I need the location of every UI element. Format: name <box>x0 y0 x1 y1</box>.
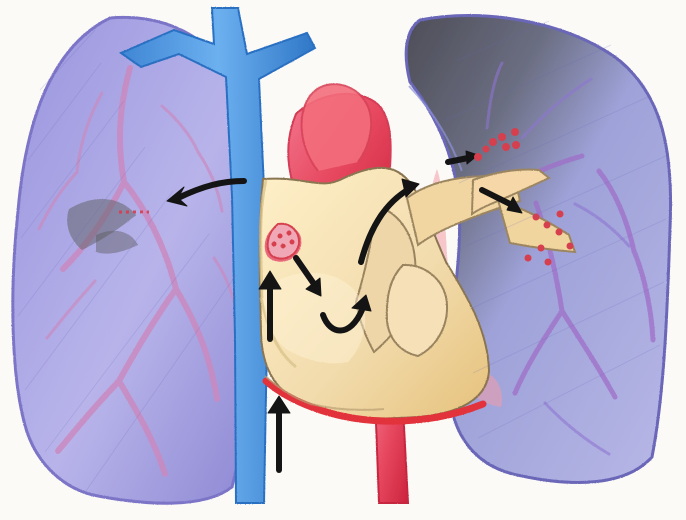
left-lung <box>13 17 255 503</box>
arrow-pulmonary-top <box>448 158 468 162</box>
left-lung-icon <box>13 17 255 503</box>
thrombus-icon <box>268 224 299 259</box>
